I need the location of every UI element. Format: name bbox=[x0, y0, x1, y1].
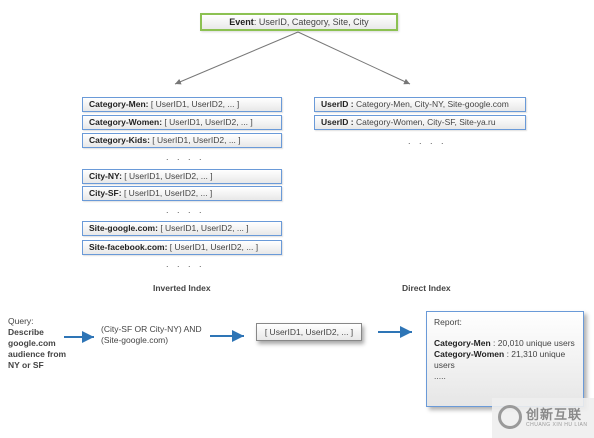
inverted-row-site-facebook: Site-facebook.com: [ UserID1, UserID2, .… bbox=[82, 240, 282, 255]
row-value: [ UserID1, UserID2, ... ] bbox=[162, 117, 253, 127]
row-key: Category-Kids: bbox=[89, 135, 150, 145]
event-label: Event bbox=[229, 17, 254, 27]
query-line-1: Describe bbox=[8, 327, 44, 337]
inverted-index-caption: Inverted Index bbox=[153, 283, 211, 293]
query-line-3: audience from bbox=[8, 349, 67, 359]
row-value: [ UserID1, UserID2, ... ] bbox=[148, 99, 240, 109]
report-title: Report: bbox=[434, 317, 462, 327]
inverted-row-category-women: Category-Women: [ UserID1, UserID2, ... … bbox=[82, 115, 282, 130]
row-value: [ UserID1, UserID2, ... ] bbox=[167, 242, 259, 252]
report-line-2: Category-Women : 21,310 unique bbox=[434, 349, 576, 360]
direct-dots: . . . . bbox=[408, 136, 447, 146]
row-key: Site-google.com: bbox=[89, 223, 158, 233]
query-block: Query: Describe google.com audience from… bbox=[8, 316, 66, 371]
row-key: Category-Men: bbox=[89, 99, 149, 109]
inverted-row-city-ny: City-NY: [ UserID1, UserID2, ... ] bbox=[82, 169, 282, 184]
report-box: Report: Category-Men : 20,010 unique use… bbox=[426, 311, 584, 407]
row-key: Category-Women: bbox=[89, 117, 163, 127]
row-key: City-NY: bbox=[89, 171, 122, 181]
inverted-dots-3: . . . . bbox=[166, 259, 205, 269]
query-line-2: google.com bbox=[8, 338, 56, 348]
event-fields: : UserID, Category, Site, City bbox=[253, 17, 369, 27]
row-value: [ UserID1, UserID2, ... ] bbox=[149, 135, 241, 145]
inverted-dots-1: . . . . bbox=[166, 152, 205, 162]
inverted-row-city-sf: City-SF: [ UserID1, UserID2, ... ] bbox=[82, 186, 282, 201]
connector-to-direct bbox=[297, 31, 411, 85]
watermark-subtext: CHUANG XIN HU LIAN bbox=[526, 422, 588, 428]
inverted-row-category-kids: Category-Kids: [ UserID1, UserID2, ... ] bbox=[82, 133, 282, 148]
query-expression-line-2: (Site-google.com) bbox=[101, 335, 169, 345]
inverted-row-site-google: Site-google.com: [ UserID1, UserID2, ...… bbox=[82, 221, 282, 236]
query-label: Query: bbox=[8, 316, 34, 326]
query-expression-line-1: (City-SF OR City-NY) AND bbox=[101, 324, 202, 334]
direct-row-1: UserID : Category-Men, City-NY, Site-goo… bbox=[314, 97, 526, 112]
row-key: UserID : bbox=[321, 99, 354, 109]
report-line-2-cont: users bbox=[434, 360, 455, 370]
row-value: [ UserID1, UserID2, ... ] bbox=[157, 223, 249, 233]
direct-row-2: UserID : Category-Women, City-SF, Site-y… bbox=[314, 115, 526, 130]
report-ellipsis: ..... bbox=[434, 371, 446, 381]
direct-index-caption: Direct Index bbox=[402, 283, 451, 293]
row-key: Site-facebook.com: bbox=[89, 242, 168, 252]
result-box: [ UserID1, UserID2, ... ] bbox=[256, 323, 362, 341]
report-line-2-value: : 21,310 unique bbox=[504, 349, 566, 359]
event-box: Event: UserID, Category, Site, City bbox=[200, 13, 398, 31]
watermark-text: 创新互联 bbox=[526, 407, 583, 422]
watermark-logo-icon bbox=[498, 405, 522, 429]
row-value: [ UserID1, UserID2, ... ] bbox=[121, 188, 213, 198]
row-value: Category-Women, City-SF, Site-ya.ru bbox=[353, 117, 496, 127]
report-line-1-key: Category-Men bbox=[434, 338, 491, 348]
row-value: Category-Men, City-NY, Site-google.com bbox=[353, 99, 509, 109]
row-value: [ UserID1, UserID2, ... ] bbox=[121, 171, 213, 181]
query-expression: (City-SF OR City-NY) AND (Site-google.co… bbox=[101, 324, 202, 346]
inverted-row-category-men: Category-Men: [ UserID1, UserID2, ... ] bbox=[82, 97, 282, 112]
inverted-dots-2: . . . . bbox=[166, 205, 205, 215]
query-line-4: NY or SF bbox=[8, 360, 44, 370]
report-line-2-key: Category-Women bbox=[434, 349, 505, 359]
report-line-1-value: : 20,010 unique users bbox=[490, 338, 575, 348]
row-key: City-SF: bbox=[89, 188, 122, 198]
connector-to-inverted bbox=[174, 31, 299, 85]
row-key: UserID : bbox=[321, 117, 354, 127]
report-line-1: Category-Men : 20,010 unique users bbox=[434, 338, 576, 349]
